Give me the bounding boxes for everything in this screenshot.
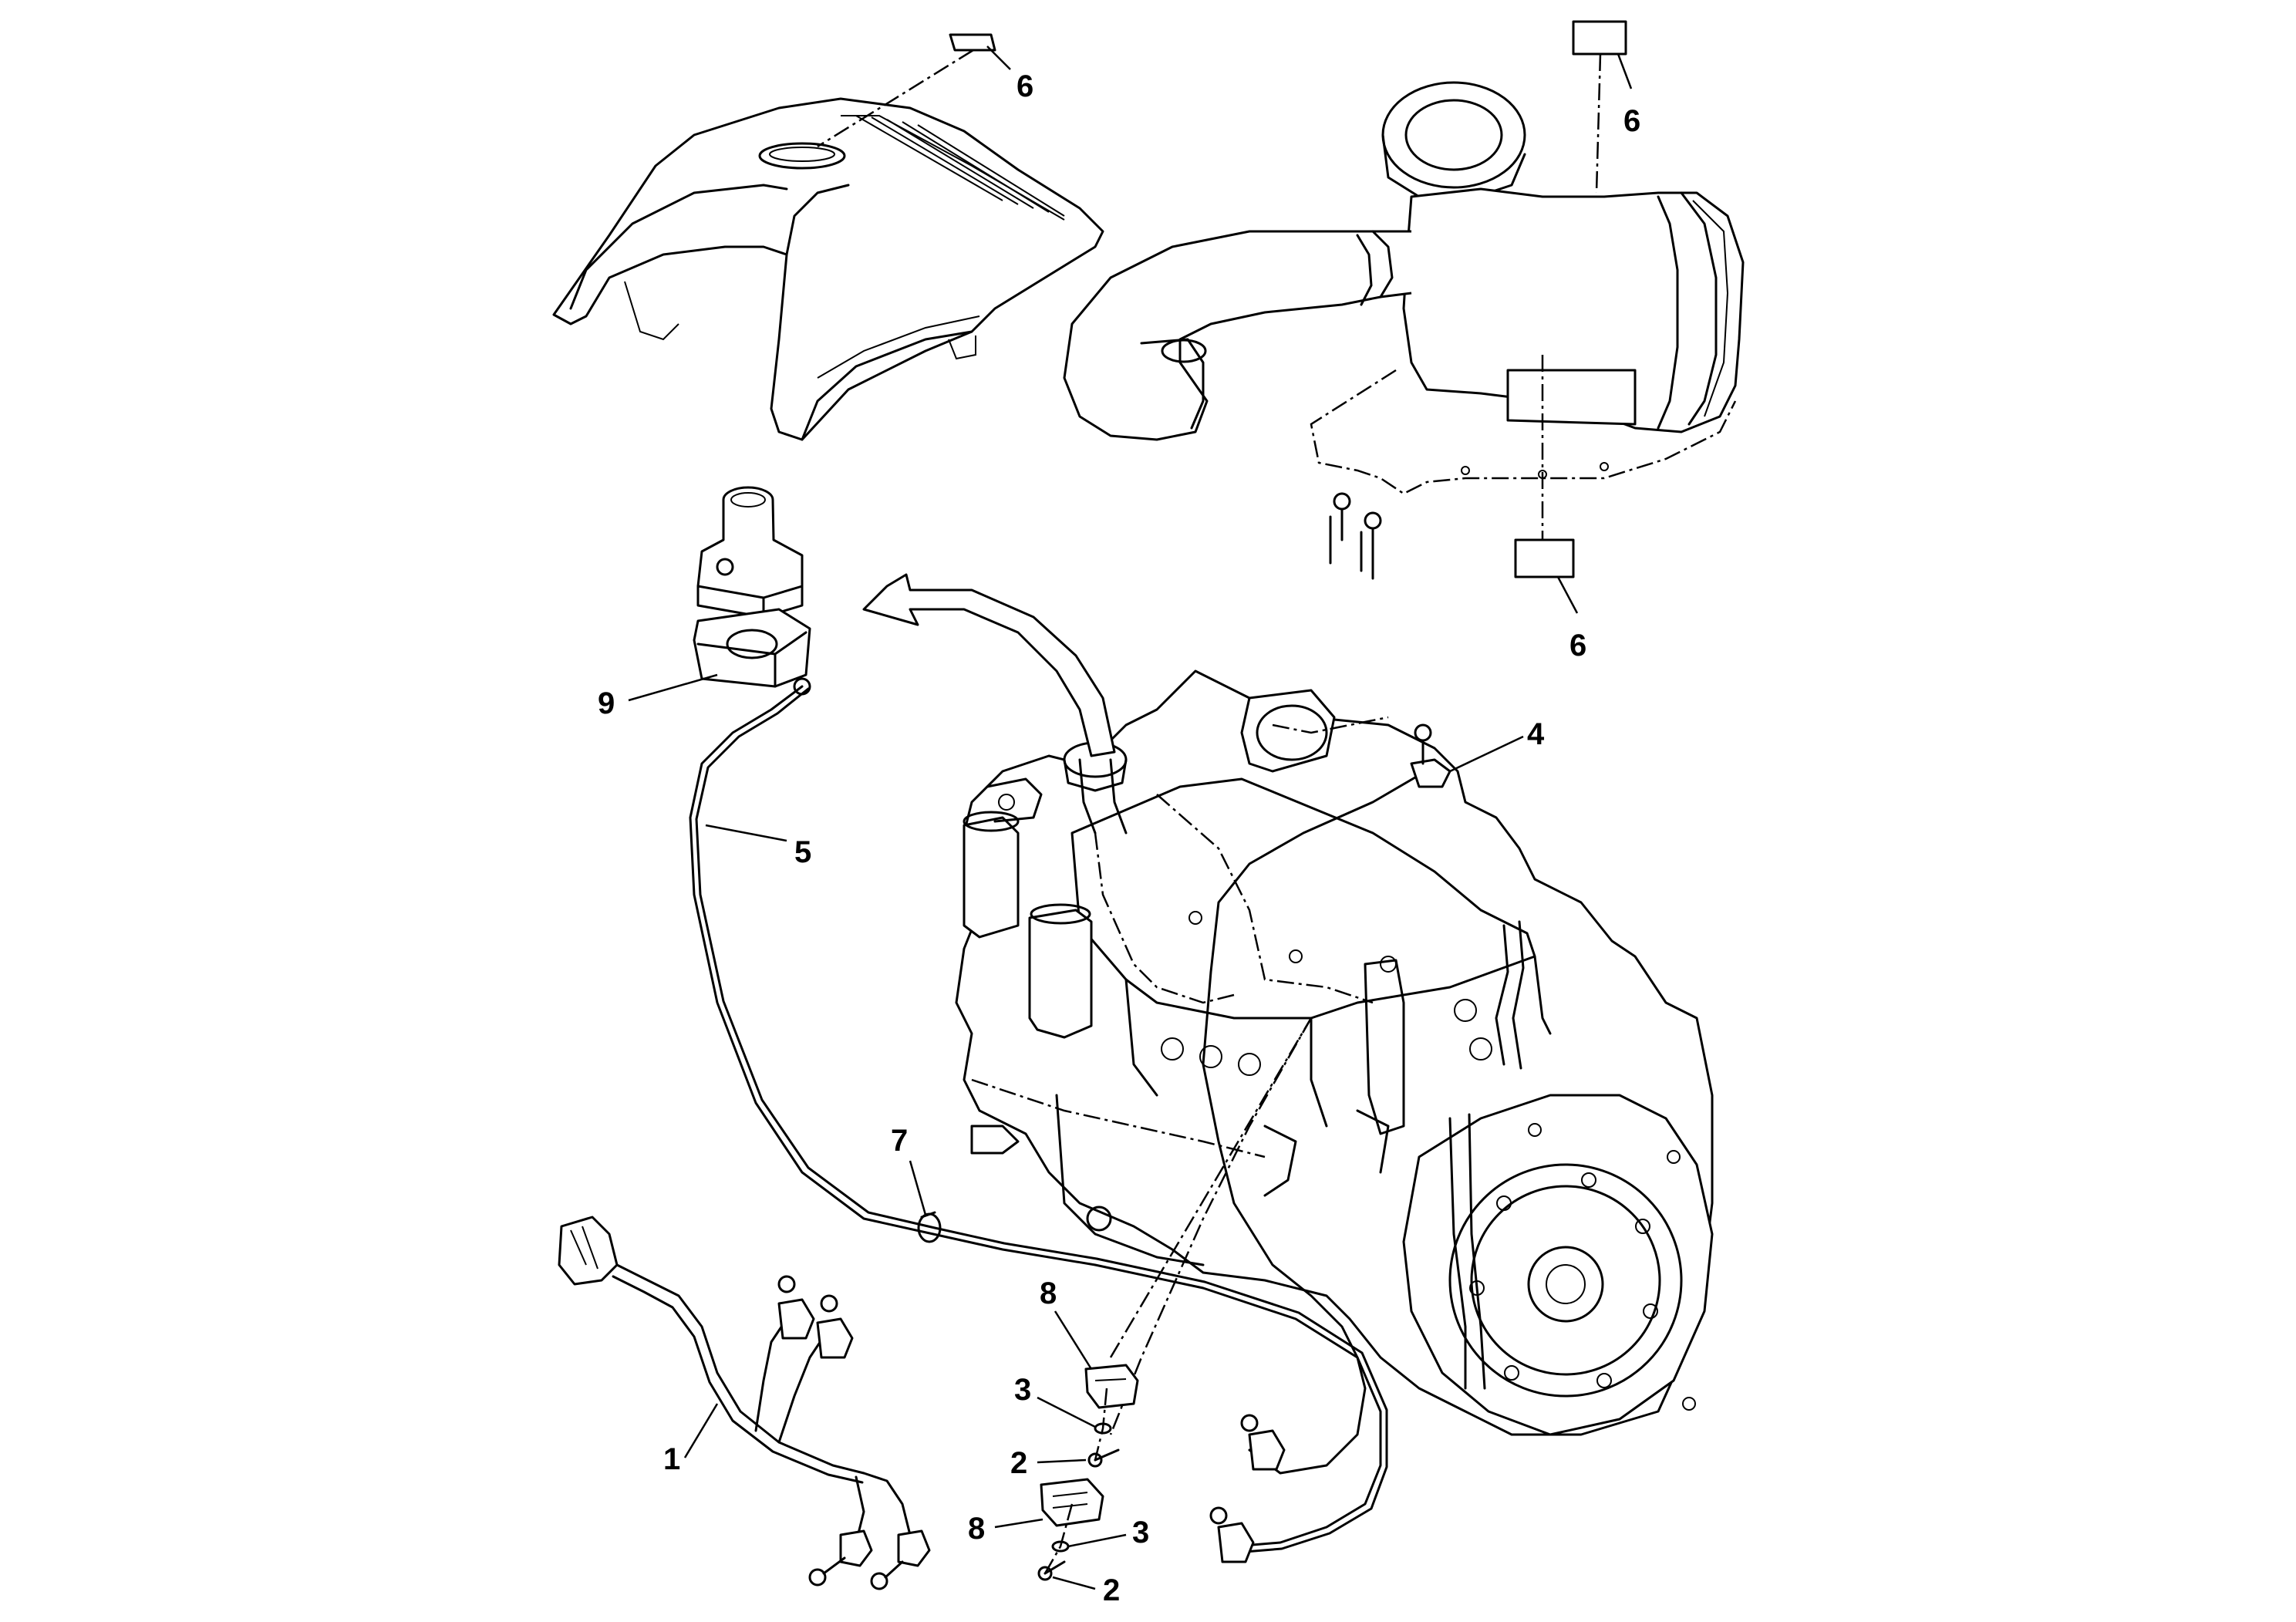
bracket-8-lower — [1040, 1478, 1104, 1527]
cable-clip-7 — [917, 1211, 942, 1243]
engine-block — [955, 669, 1714, 1436]
intake-elbow — [696, 486, 804, 619]
decal-top-right — [1572, 20, 1627, 56]
leader-lines — [628, 46, 1633, 1590]
callout-1-harness: 1 — [663, 1442, 680, 1476]
callout-6-bracket-decal: 6 — [1569, 629, 1586, 663]
callout-3-washer-upper: 3 — [1014, 1373, 1031, 1407]
callout-8-bracket-lower: 8 — [968, 1512, 985, 1546]
cable-5-terminal-a — [1240, 1414, 1286, 1471]
air-cleaner-assembly — [1063, 81, 1745, 580]
callout-6-air-cleaner-decal: 6 — [1623, 104, 1640, 138]
callout-2-screw-lower: 2 — [1103, 1573, 1120, 1607]
screw-2-lower — [1037, 1560, 1066, 1581]
decal-right-lower — [1514, 538, 1575, 578]
callout-9-flange: 9 — [598, 686, 615, 720]
callout-5-cable: 5 — [794, 835, 811, 869]
callout-6-hood-decal: 6 — [1017, 69, 1033, 103]
reference-arrow — [862, 573, 1128, 835]
callout-8-bracket-upper: 8 — [1040, 1276, 1057, 1310]
callout-4-cable: 4 — [1527, 717, 1545, 751]
engine-hood-cover — [552, 97, 1104, 441]
wiring-harness-1 — [558, 1216, 931, 1590]
intake-flange-sensor — [693, 608, 811, 696]
callout-2-screw-upper: 2 — [1010, 1446, 1027, 1480]
cable-5 — [689, 685, 1388, 1554]
screw-2-upper — [1087, 1448, 1120, 1468]
cable-4-eyelet — [1410, 723, 1451, 788]
cable-4 — [1202, 774, 1421, 1475]
decal-top-left — [949, 33, 996, 52]
bracket-8-upper — [1084, 1364, 1139, 1409]
cable-5-terminal-b — [1209, 1506, 1255, 1563]
callout-3-washer-lower: 3 — [1132, 1516, 1149, 1549]
callout-7-clip: 7 — [891, 1124, 908, 1158]
